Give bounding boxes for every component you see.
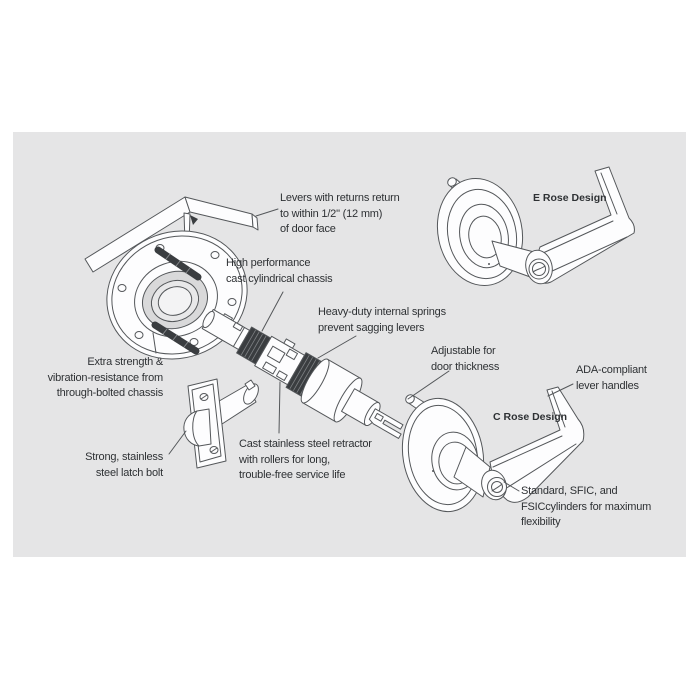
leader-high-performance [261, 291, 284, 332]
label-heavy-duty-springs: Heavy-duty internal springs prevent sagg… [318, 306, 446, 334]
callout-lines [152, 208, 574, 492]
label-levers-return: Levers with returns return to within 1/2… [280, 192, 400, 235]
leader-adjustable [407, 370, 450, 400]
leader-extra-strength [152, 332, 157, 354]
leader-ada [547, 383, 574, 397]
e-rose-lockset-drawing [436, 166, 635, 287]
label-latch-bolt: Strong, stainless steel latch bolt [85, 451, 163, 479]
label-extra-strength: Extra strength & vibration-resistance fr… [47, 356, 164, 399]
leader-retractor [278, 381, 281, 434]
diagram-panel [13, 132, 686, 557]
label-adjustable-thickness: Adjustable for door thickness [431, 345, 500, 373]
label-e-rose-design: E Rose Design [533, 192, 607, 204]
leader-latch-bolt [168, 430, 187, 455]
through-bolts-drawing [151, 246, 202, 355]
latch-assembly-drawing [183, 378, 259, 469]
leader-cylinders [503, 481, 520, 492]
label-c-rose-design: C Rose Design [493, 411, 568, 423]
chassis-assembly-drawing [201, 308, 404, 439]
leader-heavy-duty [317, 335, 357, 359]
label-retractor: Cast stainless steel retractor with roll… [239, 438, 372, 481]
label-ada-compliant: ADA-compliant lever handles [576, 364, 647, 392]
label-cylinders: Standard, SFIC, and FSICcylinders for ma… [521, 485, 652, 528]
leader-levers-return [255, 208, 279, 217]
c-rose-lockset-drawing [401, 386, 585, 513]
label-high-performance: High performance cast cylindrical chassi… [226, 257, 333, 285]
